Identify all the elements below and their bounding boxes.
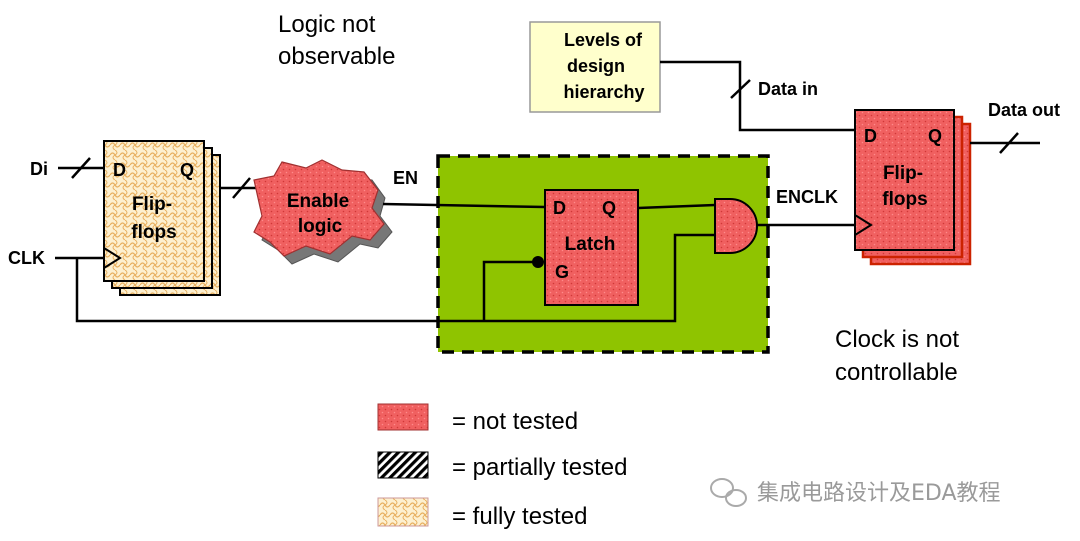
enclk-label: ENCLK [776, 187, 838, 207]
left-ff-label1: Flip- [132, 194, 172, 215]
annotation-logic-line2: observable [278, 43, 395, 70]
data-out-bus-slash [999, 132, 1019, 154]
latch-inverter-bubble [532, 256, 544, 268]
right-ff-d: D [864, 126, 877, 146]
en-wire [382, 202, 546, 209]
clk-wire-to-latch [482, 260, 537, 321]
legend-label-not-tested: = not tested [452, 408, 578, 435]
legend: = not tested = partially tested = fully … [377, 403, 627, 530]
latch-q-wire [637, 203, 716, 210]
data-out-label: Data out [988, 100, 1060, 120]
annotation-clock-line1: Clock is not [835, 326, 959, 353]
legend-swatch-partially-tested [377, 451, 429, 479]
di-bus-slash [71, 157, 91, 179]
left-ff-q: Q [180, 160, 194, 180]
hierarchy-line3: hierarchy [563, 82, 644, 102]
right-flip-flops: D Q Flip- flops [854, 109, 972, 266]
annotation-clock-line2: controllable [835, 359, 958, 386]
watermark-text: 集成电路设计及EDA教程 [757, 481, 1001, 506]
legend-swatch-not-tested [377, 403, 429, 431]
data-in-bus-slash [730, 79, 751, 99]
data-in-wire [660, 60, 856, 132]
right-ff-label2: flops [882, 189, 927, 210]
left-flip-flops: D Q Flip- flops [103, 140, 221, 296]
latch-label: Latch [565, 234, 616, 255]
annotation-logic-line1: Logic not [278, 11, 376, 38]
latch-g: G [555, 262, 569, 282]
enable-logic-label1: Enable [287, 191, 349, 212]
clk-label: CLK [8, 248, 45, 268]
ff-bus-slash [232, 177, 251, 199]
hierarchy-line2: design [567, 56, 625, 76]
enable-logic-cloud: Enable logic [253, 159, 393, 265]
watermark: 集成电路设计及EDA教程 [710, 478, 1001, 507]
right-ff-label1: Flip- [883, 163, 923, 184]
enable-logic-label2: logic [298, 216, 343, 237]
hierarchy-box: Levels of design hierarchy [529, 21, 661, 113]
clk-wire-to-gate [75, 233, 720, 323]
hierarchy-line1: Levels of [564, 30, 643, 50]
latch-d: D [553, 198, 566, 218]
legend-label-partially-tested: = partially tested [452, 454, 627, 481]
legend-label-fully-tested: = fully tested [452, 503, 587, 530]
latch: D Q Latch G [532, 189, 639, 306]
en-label: EN [393, 168, 418, 188]
left-ff-d: D [113, 160, 126, 180]
data-in-label: Data in [758, 79, 818, 99]
left-ff-label2: flops [131, 222, 176, 243]
legend-swatch-fully-tested [377, 497, 429, 527]
and-gate [714, 198, 758, 254]
latch-q: Q [602, 198, 616, 218]
di-label: Di [30, 159, 48, 179]
right-ff-q: Q [928, 126, 942, 146]
wechat-icon [710, 478, 747, 507]
